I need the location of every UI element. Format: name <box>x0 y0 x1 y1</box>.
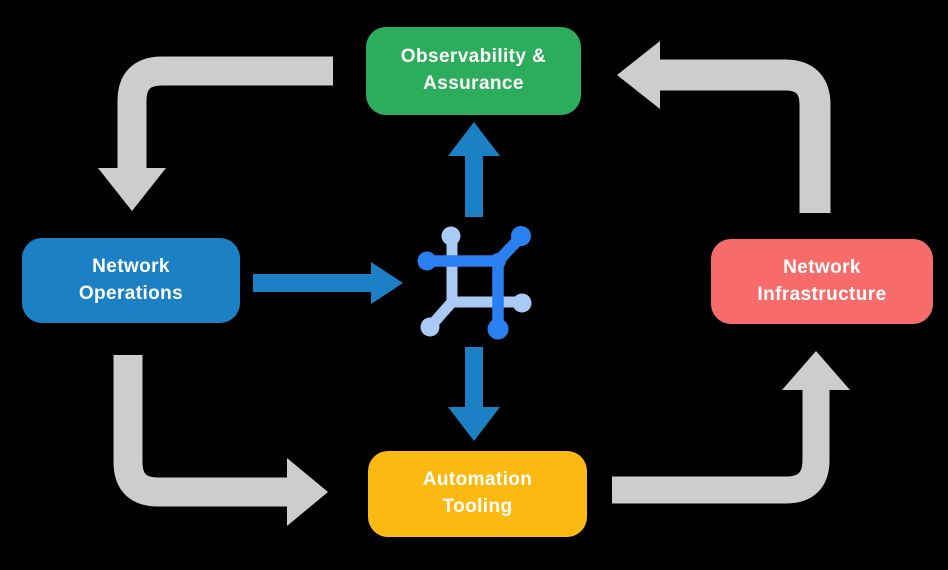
network-mesh-icon <box>417 226 532 340</box>
arrow-head-left-icon <box>617 41 660 109</box>
flow-arrow-hub-to-observability <box>448 122 500 217</box>
arrow-pipe <box>659 59 831 213</box>
node-label: Network Operations <box>78 255 184 304</box>
cycle-arrow-infrastructure-to-observability <box>617 41 831 213</box>
arrow-head-up-icon <box>782 351 850 390</box>
network-icon-light-nodes <box>420 226 532 337</box>
arrow-pipe <box>117 56 333 171</box>
network-icon-dark-nodes <box>417 226 531 340</box>
cycle-arrow-observability-to-operations <box>98 56 333 211</box>
arrow-head-up-icon <box>448 122 500 156</box>
node-label: Observability & Assurance <box>400 46 547 94</box>
cycle-arrow-automation-to-infrastructure <box>612 351 850 504</box>
flow-arrow-hub-to-automation <box>448 347 500 441</box>
node-automation-tooling: Automation Tooling <box>368 451 587 537</box>
arrow-head-right-icon <box>371 262 403 304</box>
node-label: Automation Tooling <box>422 469 533 517</box>
arrow-head-down-icon <box>98 168 166 211</box>
flow-arrow-operations-to-hub <box>253 262 403 304</box>
node-network-infrastructure: Network Infrastructure <box>711 239 933 324</box>
arrow-head-down-icon <box>448 407 500 441</box>
node-observability-assurance: Observability & Assurance <box>366 27 581 115</box>
cycle-arrow-operations-to-automation <box>113 355 328 526</box>
node-label: Network Infrastructure <box>757 256 887 305</box>
arrow-pipe <box>612 389 830 504</box>
arrow-pipe <box>113 355 288 507</box>
arrow-head-right-icon <box>287 458 328 526</box>
node-network-operations: Network Operations <box>22 238 240 323</box>
